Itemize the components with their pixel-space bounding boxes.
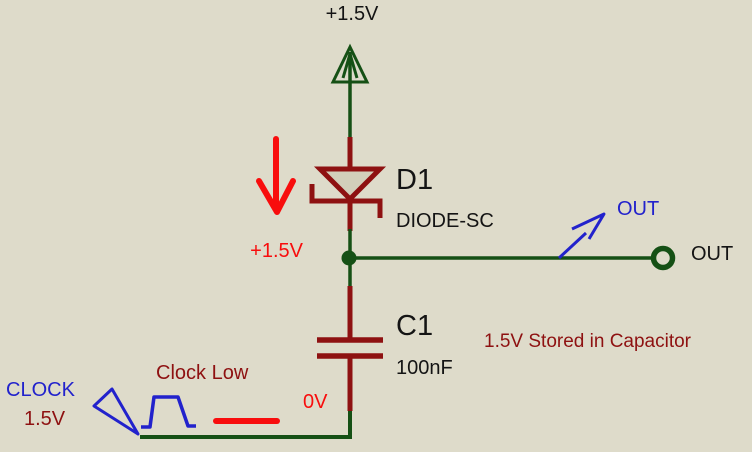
- blue-out-pointer-arrow-icon: [557, 212, 606, 260]
- clock-generator-symbol[interactable]: [92, 387, 196, 436]
- diode-schottky-cathode-bar: [309, 184, 383, 218]
- diode-d1-symbol[interactable]: [309, 137, 387, 231]
- capacitor-note-label: 1.5V Stored in Capacitor: [484, 331, 692, 352]
- power-rail-label: +1.5V: [325, 3, 379, 25]
- zero-volts-label: 0V: [303, 391, 328, 413]
- diode-ref-label[interactable]: D1: [396, 164, 434, 196]
- out-terminal[interactable]: [650, 245, 676, 271]
- clock-pulse-waveform-icon: [141, 395, 196, 429]
- node-voltage-label: +1.5V: [250, 240, 303, 262]
- junction-dot[interactable]: [341, 250, 357, 266]
- capacitor-ref-label[interactable]: C1: [396, 310, 434, 342]
- out-terminal-label[interactable]: OUT: [691, 243, 734, 265]
- diode-triangle: [313, 166, 387, 203]
- red-current-direction-arrow-icon: [256, 136, 296, 215]
- wire-cap-to-clock[interactable]: [140, 409, 352, 439]
- clock-name-label: CLOCK: [6, 379, 75, 401]
- power-terminal-arrow-icon: [341, 52, 359, 139]
- clock-voltage-label: 1.5V: [24, 408, 66, 430]
- capacitor-value-label[interactable]: 100nF: [396, 357, 453, 379]
- capacitor-c1-symbol[interactable]: [317, 286, 383, 411]
- power-terminal-symbol[interactable]: [330, 43, 370, 139]
- clock-state-label: Clock Low: [156, 362, 249, 384]
- clock-generator-flag-icon: [92, 387, 140, 436]
- diode-value-label[interactable]: DIODE-SC: [396, 210, 494, 232]
- out-pointer-label: OUT: [617, 198, 660, 220]
